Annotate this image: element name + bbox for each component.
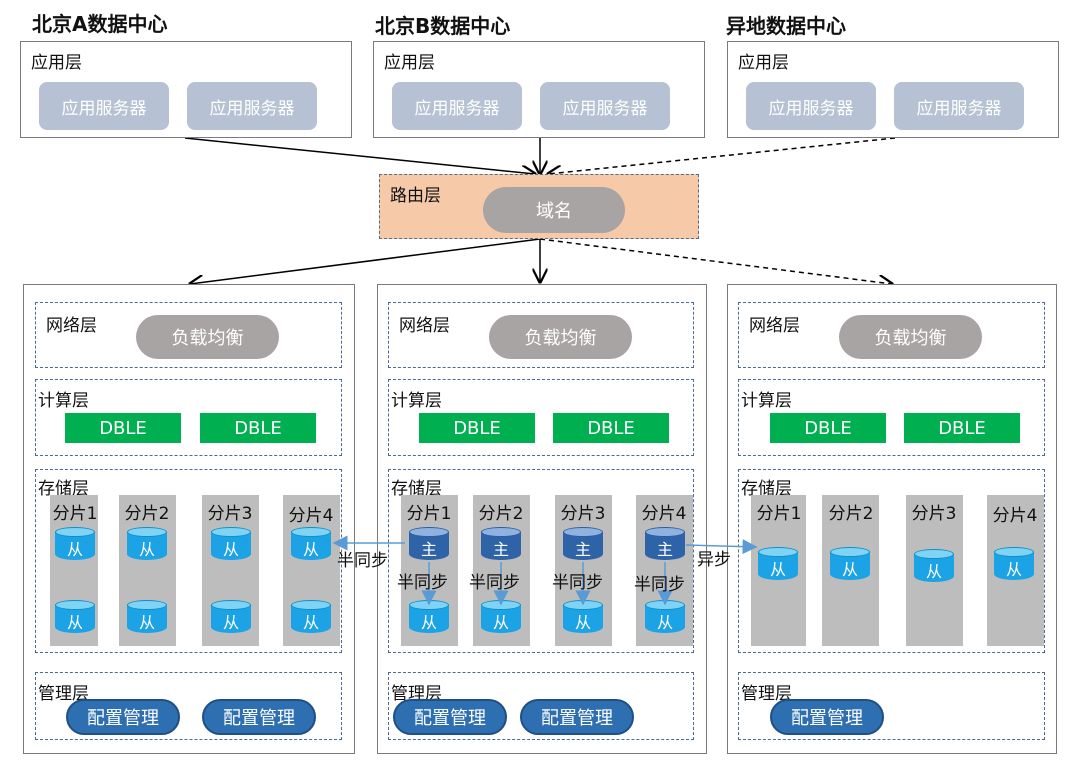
replica-db-icon: 从	[830, 547, 870, 581]
async-label: 异步	[697, 550, 731, 570]
dble-node: DBLE	[419, 413, 535, 443]
semi-sync-label: 半同步	[337, 551, 388, 571]
semi-sync-label: 半同步	[397, 573, 448, 593]
replica-db-icon: 从	[211, 527, 251, 561]
dc-b-title: 北京B数据中心	[375, 14, 511, 38]
shard-label: 分片4	[288, 506, 334, 526]
app-server: 应用服务器	[39, 82, 169, 130]
db-role: 从	[211, 605, 251, 633]
replica-db-icon: 从	[127, 600, 167, 634]
replica-db-icon: 从	[127, 527, 167, 561]
replica-db-icon: 从	[211, 600, 251, 634]
load-balancer: 负载均衡	[136, 315, 279, 359]
management-layer: 管理层 配置管理 配置管理	[35, 672, 342, 740]
compute-layer-label: 计算层	[741, 391, 792, 411]
shard-label: 分片1	[756, 504, 802, 524]
config-management: 配置管理	[393, 699, 507, 735]
app-server: 应用服务器	[894, 82, 1024, 130]
dble-node: DBLE	[65, 413, 181, 443]
replica-db-icon: 从	[994, 547, 1034, 581]
management-layer-label: 管理层	[741, 684, 792, 704]
shard-label: 分片3	[207, 504, 253, 524]
config-management: 配置管理	[770, 699, 884, 735]
shard-label: 分片2	[124, 504, 170, 524]
link-a-to-routing	[184, 137, 535, 174]
compute-layer-label: 计算层	[391, 391, 442, 411]
routing-layer: 路由层 域名	[379, 174, 699, 239]
app-layer-label: 应用层	[384, 53, 435, 73]
network-layer: 网络层 负载均衡	[35, 302, 342, 368]
storage-layer-label: 存储层	[741, 479, 792, 499]
shard-label: 分片3	[911, 504, 957, 524]
primary-db-icon: 主	[563, 527, 603, 561]
storage-layer-label: 存储层	[38, 479, 89, 499]
replica-db-icon: 从	[291, 600, 331, 634]
replica-db-icon: 从	[758, 547, 798, 581]
storage-layer-label: 存储层	[391, 479, 442, 499]
network-layer-label: 网络层	[46, 316, 97, 336]
management-layer-label: 管理层	[38, 684, 89, 704]
network-layer-label: 网络层	[399, 316, 450, 336]
link-remote-to-routing	[548, 137, 896, 174]
app-server: 应用服务器	[746, 82, 876, 130]
db-role: 从	[291, 532, 331, 560]
dble-node: DBLE	[200, 413, 316, 443]
semi-sync-label: 半同步	[634, 575, 685, 595]
dble-node: DBLE	[904, 413, 1020, 443]
config-management: 配置管理	[520, 699, 634, 735]
app-layer-a: 应用层 应用服务器 应用服务器	[20, 41, 352, 138]
replica-db-icon: 从	[55, 600, 95, 634]
network-layer: 网络层 负载均衡	[388, 302, 694, 368]
network-layer: 网络层 负载均衡	[738, 302, 1045, 368]
shard-label: 分片3	[560, 504, 606, 524]
compute-layer-label: 计算层	[38, 391, 89, 411]
shard-label: 分片1	[406, 504, 452, 524]
shard-label: 分片4	[641, 504, 687, 524]
shard-label: 分片4	[992, 506, 1038, 526]
routing-layer-label: 路由层	[390, 186, 441, 206]
dble-node: DBLE	[553, 413, 669, 443]
config-management: 配置管理	[202, 699, 316, 735]
load-balancer: 负载均衡	[489, 315, 632, 359]
compute-layer: 计算层 DBLE DBLE	[738, 379, 1045, 456]
app-server: 应用服务器	[187, 82, 317, 130]
app-layer-label: 应用层	[738, 53, 789, 73]
shard-label: 分片2	[478, 504, 524, 524]
primary-db-icon: 主	[645, 527, 685, 561]
replica-db-icon: 从	[291, 527, 331, 561]
load-balancer: 负载均衡	[839, 315, 982, 359]
primary-db-icon: 主	[409, 527, 449, 561]
db-role: 从	[645, 605, 685, 633]
shard-label: 分片2	[828, 504, 874, 524]
app-server: 应用服务器	[392, 82, 522, 130]
management-layer: 管理层 配置管理	[738, 672, 1045, 740]
dc-a-title: 北京A数据中心	[32, 12, 168, 36]
dble-node: DBLE	[770, 413, 886, 443]
network-layer-label: 网络层	[749, 316, 800, 336]
config-management: 配置管理	[66, 699, 180, 735]
shard-label: 分片1	[52, 504, 98, 524]
replica-db-icon: 从	[55, 527, 95, 561]
db-role: 主	[481, 532, 521, 560]
management-layer: 管理层 配置管理 配置管理	[388, 672, 694, 740]
app-layer-b: 应用层 应用服务器 应用服务器	[373, 41, 705, 138]
semi-sync-label: 半同步	[552, 573, 603, 593]
compute-layer: 计算层 DBLE DBLE	[388, 379, 694, 456]
semi-sync-label: 半同步	[469, 573, 520, 593]
app-layer-label: 应用层	[31, 53, 82, 73]
compute-layer: 计算层 DBLE DBLE	[35, 379, 342, 456]
domain-name: 域名	[483, 187, 625, 233]
replica-db-icon: 从	[914, 549, 954, 583]
app-layer-remote: 应用层 应用服务器 应用服务器	[727, 41, 1059, 138]
dc-remote-title: 异地数据中心	[726, 14, 846, 38]
primary-db-icon: 主	[481, 527, 521, 561]
async-arrow-to-remote	[685, 539, 758, 555]
app-server: 应用服务器	[540, 82, 670, 130]
link-routing-to-a	[190, 238, 541, 284]
